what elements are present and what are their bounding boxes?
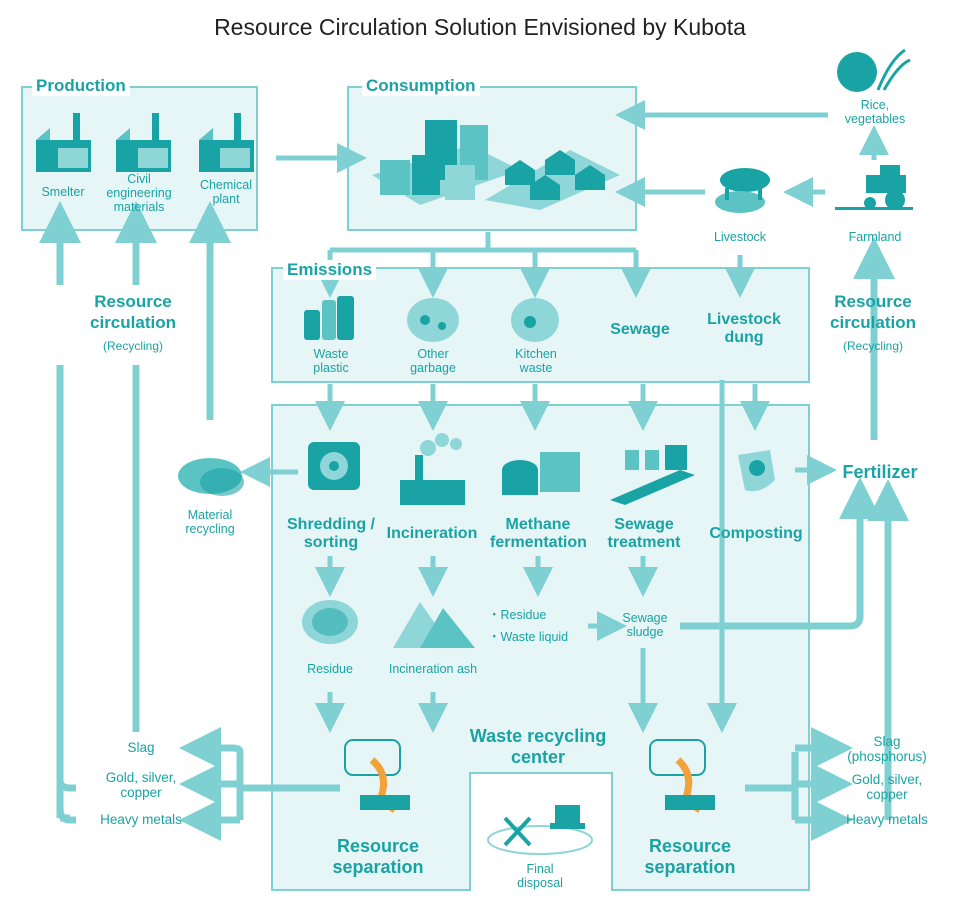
civil-materials-icon — [116, 113, 171, 172]
label-composting: Composting — [709, 525, 803, 542]
label-gold-right: Gold, silver,copper — [851, 772, 923, 802]
livestock-icon — [715, 168, 770, 213]
chemical-plant-icon — [199, 113, 254, 172]
farmland-icon — [835, 165, 913, 210]
city-icon — [372, 120, 620, 210]
left-separation-furnace-icon — [344, 739, 410, 813]
residue-pile-icon — [302, 600, 358, 644]
label-heavy-metals-left: Heavy metals — [100, 812, 182, 827]
section-consumption: Consumption — [362, 76, 480, 96]
label-fertilizer: Fertilizer — [842, 462, 918, 482]
label-rice-vegetables: Rice,vegetables — [844, 98, 906, 126]
label-heavy-metals-right: Heavy metals — [846, 812, 928, 827]
label-smelter: Smelter — [41, 185, 85, 199]
right-separation-furnace-icon — [649, 739, 715, 813]
rice-vegetables-icon — [837, 48, 911, 92]
label-farmland: Farmland — [848, 230, 902, 244]
compost-icon — [738, 450, 775, 492]
label-recycling-left: (Recycling) — [102, 339, 163, 353]
methane-tank-icon — [502, 452, 580, 495]
label-slag-left: Slag — [127, 740, 155, 755]
material-recycling-icon — [178, 458, 244, 496]
label-gold-left: Gold, silver,copper — [105, 770, 177, 800]
kitchen-waste-icon — [511, 298, 559, 342]
smelter-icon — [36, 113, 91, 172]
page-title: Resource Circulation Solution Envisioned… — [214, 14, 746, 40]
label-sewage: Sewage — [610, 321, 670, 338]
label-incineration: Incineration — [386, 525, 478, 542]
label-recycling-right: (Recycling) — [842, 339, 903, 353]
label-shredding-sorting: Shredding /sorting — [287, 516, 375, 551]
waste-plastic-icon — [304, 296, 354, 340]
label-methane-outputs: ・Residue・Waste liquid — [488, 608, 569, 644]
ash-pile-icon — [393, 602, 475, 648]
other-garbage-icon — [407, 298, 459, 342]
final-disposal-icon — [487, 805, 593, 855]
label-residue: Residue — [307, 662, 353, 676]
section-emissions: Emissions — [283, 260, 377, 280]
label-incineration-ash: Incineration ash — [388, 662, 478, 676]
section-production: Production — [32, 76, 130, 96]
incinerator-icon — [400, 433, 465, 505]
shredder-icon — [308, 442, 360, 490]
label-livestock: Livestock — [713, 230, 767, 244]
label-slag-phosphorus: Slag(phosphorus) — [847, 734, 927, 764]
sewage-plant-icon — [610, 445, 695, 505]
